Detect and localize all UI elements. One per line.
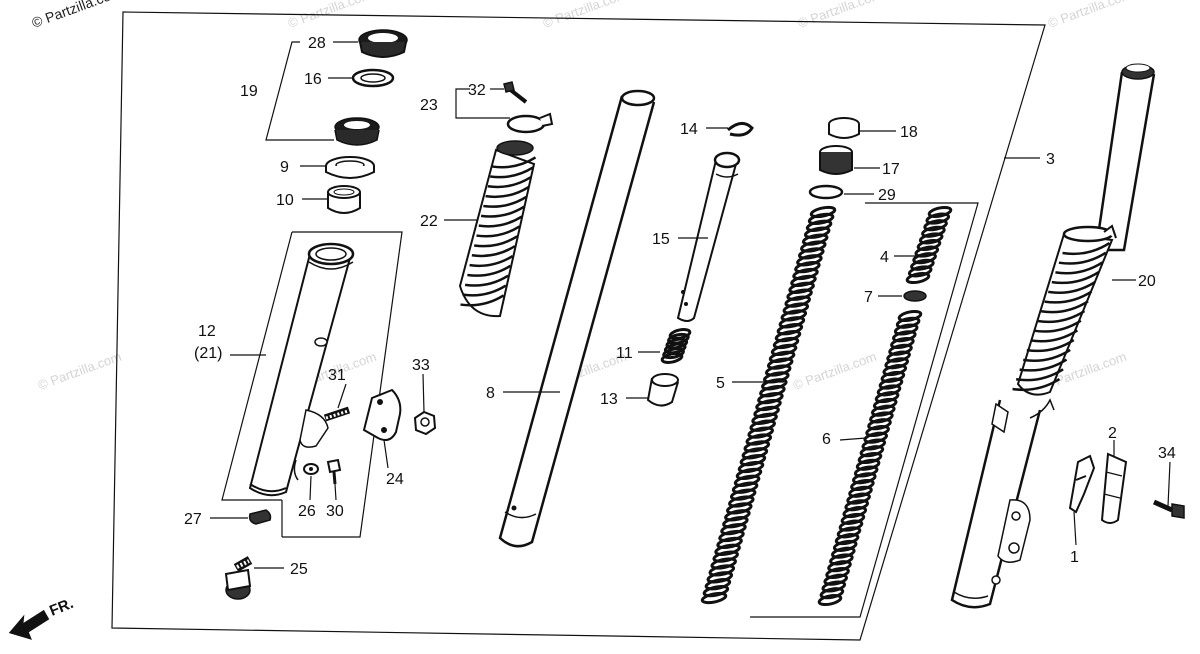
label-32: 32 [468,82,486,99]
label-22: 22 [420,213,438,230]
label-13: 13 [600,391,618,408]
part-33-nut[interactable] [413,410,437,436]
label-23: 23 [420,97,438,114]
watermark: © Partzilla.com [796,0,883,31]
part-25-socket-bolt[interactable] [224,556,253,600]
bracket-outer-tube-left [221,231,293,501]
label-31: 31 [328,367,346,384]
part-30-bolt[interactable] [326,458,342,485]
part-1-reflector-bracket[interactable] [1068,454,1096,514]
part-26-washer[interactable] [303,463,319,475]
watermark: © Partzilla.com [541,0,628,31]
part-6-fork-spring[interactable] [817,309,923,607]
label-16: 16 [304,71,322,88]
label-18: 18 [900,124,918,141]
part-7-spring-seat[interactable] [903,290,927,302]
part-28-oil-seal[interactable] [358,29,408,58]
label-12: 12 [198,323,216,340]
label-8: 8 [486,385,495,402]
label-33: 33 [412,357,430,374]
label-6: 6 [822,431,831,448]
part-11-rebound-spring[interactable] [660,328,692,364]
label-12-alt-21: (21) [194,345,222,362]
label-25: 25 [290,561,308,578]
label-29: 29 [878,187,896,204]
part-18-cap[interactable] [828,117,860,139]
label-9: 9 [280,159,289,176]
part-27-drain-screw[interactable] [248,509,272,525]
watermark-topleft: © Partzilla.com [30,0,124,31]
part-29-o-ring[interactable] [808,184,844,200]
part-31-stud-bolt[interactable] [323,406,351,422]
label-2: 2 [1108,425,1117,442]
label-28: 28 [308,35,326,52]
part-24-bracket[interactable] [362,388,402,441]
part-15-damper-rod[interactable] [676,151,741,322]
part-14-circlip[interactable] [727,122,754,137]
label-15: 15 [652,231,670,248]
part-4-spring[interactable] [905,205,953,285]
label-10: 10 [276,192,294,209]
part-12-outer-tube[interactable] [248,242,355,497]
part-32-screw[interactable] [503,81,528,104]
label-1: 1 [1070,549,1079,566]
part-13-oil-lock-piece[interactable] [646,373,679,407]
leader-lines [210,41,1171,569]
label-34: 34 [1158,445,1176,462]
part-23-boot-clamp[interactable] [506,112,554,134]
part-8-inner-tube[interactable] [498,89,656,548]
label-20: 20 [1138,273,1156,290]
watermark: © Partzilla.com [791,349,878,393]
part-22-fork-boot[interactable] [458,140,537,318]
bracket-springs-group [750,202,979,618]
bracket-outer-tube-group [282,231,403,538]
front-direction-arrow: FR. [8,595,76,640]
label-7: 7 [864,289,873,306]
part-20-fork-boot[interactable] [1012,224,1117,396]
label-11: 11 [616,345,633,362]
watermark: © Partzilla.com [1046,0,1133,31]
label-30: 30 [326,503,344,520]
part-34-bolt[interactable] [1152,499,1185,519]
label-26: 26 [298,503,316,520]
watermark: © Partzilla.com [36,349,123,393]
label-5: 5 [716,375,725,392]
label-17: 17 [882,161,900,178]
assembly-outline [111,11,1046,641]
part-10-bushing[interactable] [327,185,361,214]
part-9-washer[interactable] [325,156,375,179]
label-24: 24 [386,471,404,488]
part-labels: 28 16 19 9 10 12 (21) 31 33 24 26 30 27 … [184,35,1176,578]
part-2-reflector[interactable] [1100,452,1128,524]
label-19: 19 [240,83,258,100]
part-5-fork-spring[interactable] [700,205,837,605]
part-17-fork-bolt[interactable] [819,145,853,175]
part-3-front-fork-assembly[interactable] [950,63,1156,609]
fr-label: FR. [47,595,76,620]
label-4: 4 [880,249,889,266]
label-14: 14 [680,121,698,138]
part-19-seal[interactable] [334,117,380,146]
label-27: 27 [184,511,202,528]
part-16-clip[interactable] [351,68,395,88]
label-3: 3 [1046,151,1055,168]
